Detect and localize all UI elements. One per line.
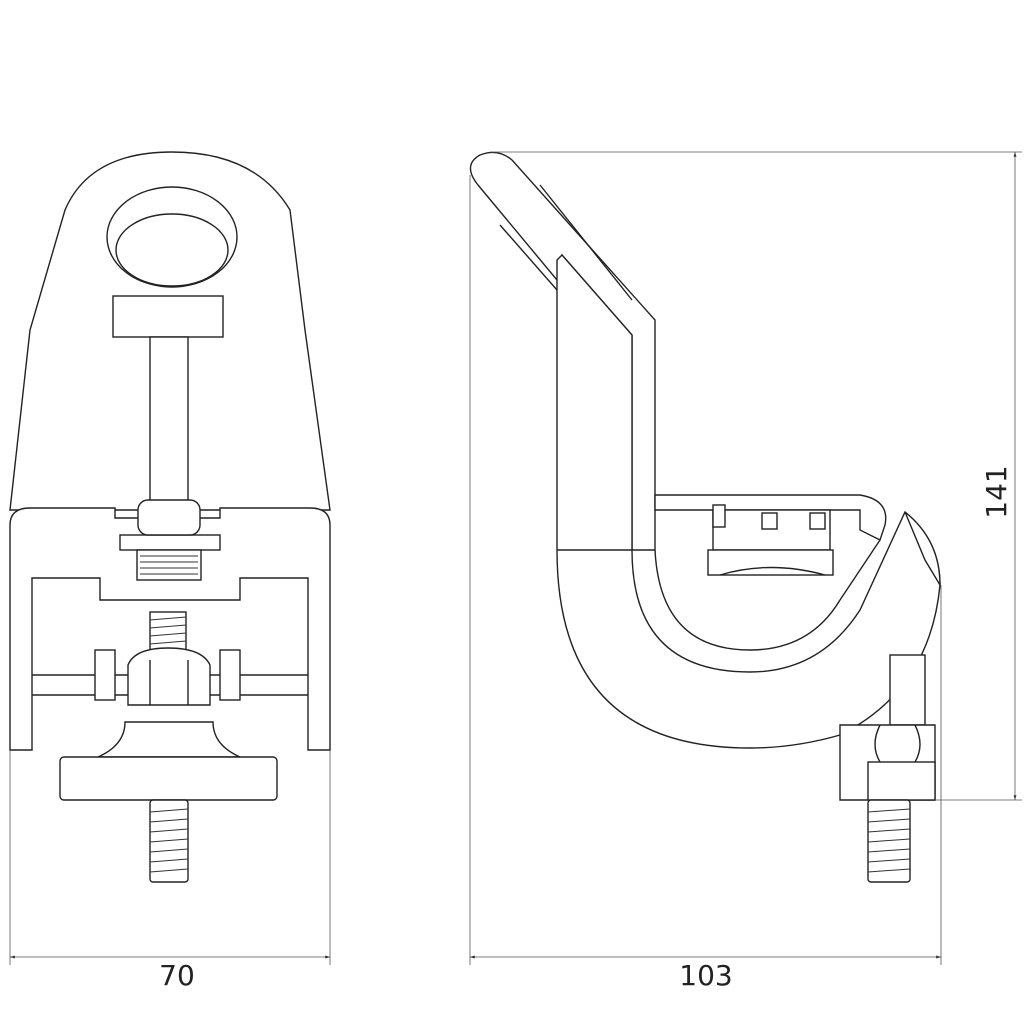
eye-hole-inner — [115, 213, 229, 287]
hook-top-strip — [469, 151, 656, 551]
clamp-plate — [119, 534, 221, 551]
lower-bolt — [149, 799, 189, 883]
side-nut — [889, 654, 926, 726]
right-guide — [219, 649, 241, 701]
upper-threaded-rod — [149, 611, 187, 653]
base-plate — [59, 756, 278, 801]
dimension-label-70: 70 — [159, 959, 195, 992]
t-bar-stem — [149, 336, 189, 503]
dimension-label-141: 141 — [980, 465, 1013, 518]
swivel-head — [137, 499, 201, 536]
side-bolt — [867, 799, 911, 883]
t-bar — [112, 295, 224, 338]
eye-hole-outer — [106, 186, 238, 288]
wing-nut — [127, 647, 211, 706]
left-guide — [94, 649, 116, 701]
jaw-clamp — [707, 504, 834, 576]
front-view: 70 — [9, 151, 331, 992]
side-view: 103 141 — [469, 151, 1022, 992]
front-body-lower — [9, 507, 331, 751]
upper-spring — [136, 549, 202, 581]
nut-neck — [97, 721, 241, 758]
dimension-label-103: 103 — [679, 959, 732, 992]
